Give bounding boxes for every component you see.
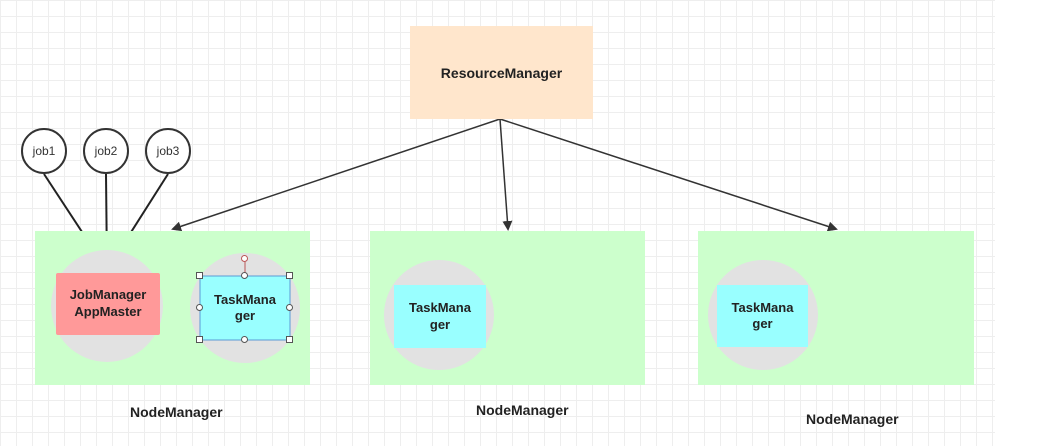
job3-label: job3	[156, 144, 180, 158]
resize-handle-tr[interactable]	[286, 272, 293, 279]
job3-node[interactable]: job3	[145, 128, 191, 174]
task-manager-2-label: TaskMana ger	[409, 300, 471, 332]
job2-node[interactable]: job2	[83, 128, 129, 174]
task-manager-1-label: TaskMana ger	[214, 291, 276, 323]
edge-rm-nm2	[499, 118, 513, 231]
task-manager-2-node[interactable]: TaskMana ger	[394, 285, 486, 348]
resize-handle-br[interactable]	[286, 336, 293, 343]
task-manager-3-label: TaskMana ger	[731, 299, 794, 331]
resize-handle-l[interactable]	[196, 304, 203, 311]
resource-manager-label: ResourceManager	[440, 64, 563, 81]
job1-label: job1	[32, 144, 56, 158]
resize-handle-b[interactable]	[241, 336, 248, 343]
job2-label: job2	[94, 144, 118, 158]
selection-outline	[199, 275, 291, 341]
resize-handle-tl[interactable]	[196, 272, 203, 279]
job1-node[interactable]: job1	[21, 128, 67, 174]
job-manager-label: JobManager AppMaster	[69, 287, 147, 319]
node-manager-3-label: NodeManager	[806, 411, 899, 427]
resize-handle-t[interactable]	[241, 272, 248, 279]
node-manager-1-label: NodeManager	[130, 404, 223, 420]
resize-handle-bl[interactable]	[196, 336, 203, 343]
connectors	[43, 118, 838, 274]
node-manager-2-label: NodeManager	[476, 402, 569, 418]
job-manager-node[interactable]: JobManager AppMaster	[56, 273, 160, 335]
task-manager-1-node[interactable]: TaskMana ger	[200, 276, 290, 340]
resource-manager-node[interactable]: ResourceManager	[410, 26, 593, 119]
edge-rm-nm1	[171, 118, 501, 232]
rotate-handle[interactable]	[241, 255, 248, 262]
task-manager-3-node[interactable]: TaskMana ger	[717, 285, 808, 347]
resize-handle-r[interactable]	[286, 304, 293, 311]
diagram-canvas: ResourceManager job1 job2 job3 JobManage…	[0, 0, 995, 446]
edge-rm-nm3	[499, 118, 838, 232]
